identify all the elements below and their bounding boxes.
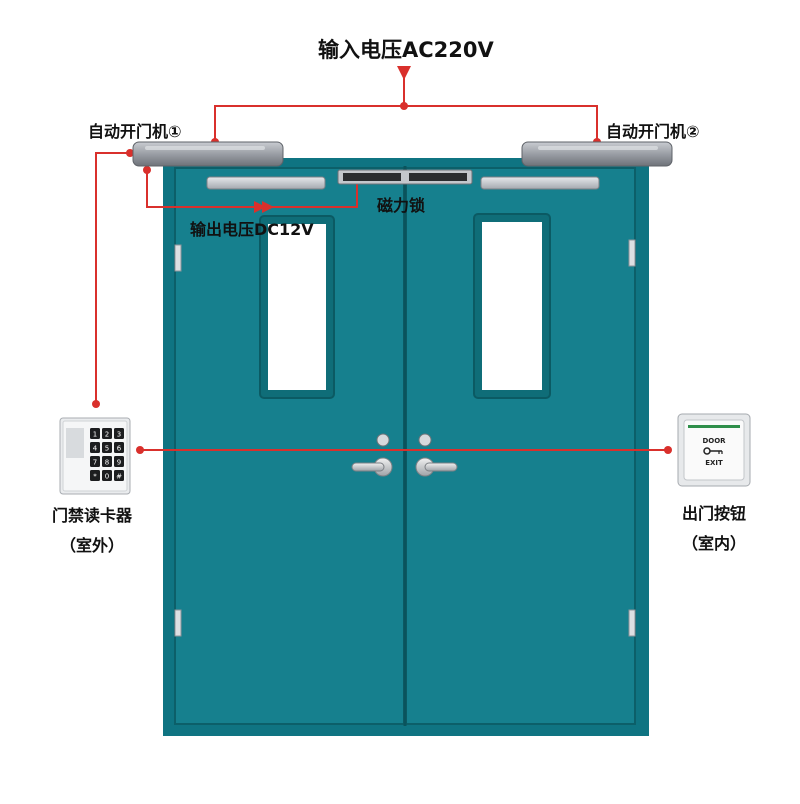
arrow-output-dc <box>254 201 266 213</box>
keypad-key-label: 1 <box>93 431 97 439</box>
window-right-glass <box>482 222 542 390</box>
keypad-key[interactable] <box>90 456 100 467</box>
node-reader-mid <box>136 446 144 454</box>
keypad-key-label: 0 <box>105 473 109 481</box>
keypad-key[interactable] <box>102 456 112 467</box>
wire-power-bus <box>214 105 598 142</box>
window-left-glass <box>268 224 326 390</box>
label-door-operator-1: 自动开门机① <box>88 122 182 141</box>
node-reader <box>92 400 100 408</box>
label-exit-button-group: 出门按钮 （室内） <box>672 500 756 554</box>
keypad-key[interactable] <box>90 428 100 439</box>
keypad-key[interactable] <box>90 470 100 481</box>
keypad-key[interactable] <box>102 428 112 439</box>
handle-left <box>351 457 393 477</box>
keypad-key[interactable] <box>114 470 124 481</box>
keypad-key-label: 5 <box>105 445 109 453</box>
label-output-voltage: 输出电压DC12V <box>190 220 314 239</box>
exit-button-top-text: DOOR <box>702 437 726 445</box>
node-reader-top <box>126 149 134 157</box>
keypad-key[interactable] <box>114 456 124 467</box>
keypad-key[interactable] <box>114 428 124 439</box>
door-arm-right <box>480 176 600 190</box>
node-op1-out <box>143 166 151 174</box>
label-magnetic-lock: 磁力锁 <box>377 196 426 215</box>
keypad-key-label: * <box>93 473 97 481</box>
door-arm-left <box>206 176 326 190</box>
keypad-key[interactable] <box>114 442 124 453</box>
keypad-key-label: 3 <box>117 431 121 439</box>
label-door-operator-2: 自动开门机② <box>606 122 700 141</box>
hinge-left-bottom <box>174 609 182 637</box>
keypad-key[interactable] <box>102 442 112 453</box>
hinge-right-bottom <box>628 609 636 637</box>
exit-button-bottom-text: EXIT <box>705 459 723 467</box>
double-door <box>163 158 649 736</box>
hinge-left-top <box>174 244 182 272</box>
keypad-key-label: 4 <box>93 445 98 453</box>
label-input-voltage: 输入电压AC220V <box>318 38 494 62</box>
wire-output-dc <box>146 170 358 208</box>
keypad-key[interactable] <box>102 470 112 481</box>
arrow-output-dc-2 <box>262 201 274 213</box>
label-card-reader-group: 门禁读卡器 （室外） <box>44 502 140 556</box>
wire-reader-link <box>95 152 130 404</box>
keypad-key-label: # <box>116 473 122 481</box>
lock-cylinder-left <box>376 433 390 447</box>
keypad-key[interactable] <box>90 442 100 453</box>
keypad-key-label: 2 <box>105 431 109 439</box>
label-exit-button: 出门按钮 <box>681 504 746 523</box>
key-icon <box>703 447 723 455</box>
keypad-key-label: 6 <box>117 445 122 453</box>
card-reader-rfid-area <box>66 428 84 458</box>
keypad-key-label: 7 <box>93 459 97 467</box>
node-exit <box>664 446 672 454</box>
magnetic-lock <box>337 169 473 185</box>
exit-button-device: DOOR EXIT <box>677 413 751 487</box>
door-operator-2 <box>480 141 673 190</box>
label-card-reader: 门禁读卡器 <box>51 506 132 525</box>
node-input <box>400 102 408 110</box>
hinge-right-top <box>628 239 636 267</box>
lock-cylinder-right <box>418 433 432 447</box>
label-exit-button-location: （室内） <box>681 534 746 553</box>
label-card-reader-location: （室外） <box>59 536 124 555</box>
exit-button-face[interactable] <box>683 419 745 481</box>
keypad-key-label: 8 <box>105 459 109 467</box>
keypad-key-label: 9 <box>117 459 121 467</box>
door-operator-1 <box>132 141 326 190</box>
handle-right <box>415 457 458 477</box>
arrow-input-down <box>397 66 411 80</box>
